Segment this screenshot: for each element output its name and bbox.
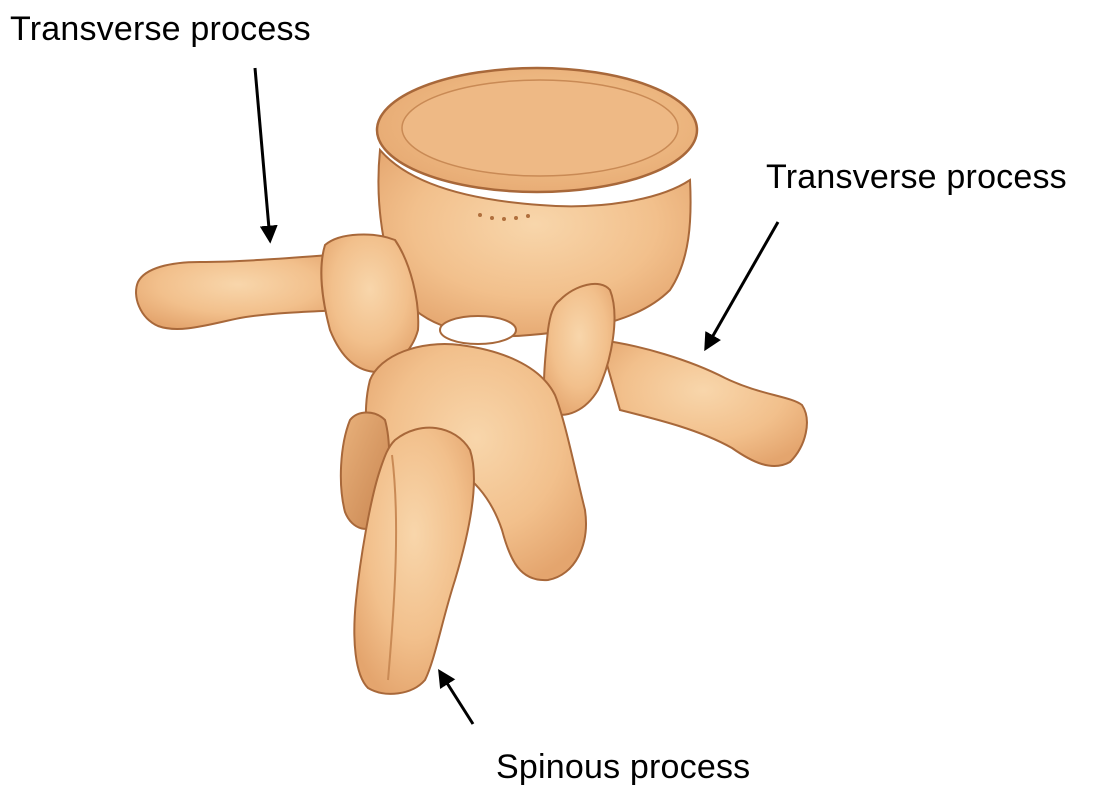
arrow-right-transverse xyxy=(706,222,778,348)
label-transverse-process-right: Transverse process xyxy=(766,158,1067,196)
vertebral-foramen xyxy=(440,316,516,344)
right-transverse-process xyxy=(600,340,807,466)
left-transverse-process xyxy=(136,255,340,329)
label-transverse-process-left: Transverse process xyxy=(10,10,311,48)
arrow-left-transverse xyxy=(255,68,270,240)
arrow-spinous xyxy=(440,672,473,724)
endplate-rim xyxy=(402,80,678,176)
label-spinous-process: Spinous process xyxy=(496,748,750,786)
